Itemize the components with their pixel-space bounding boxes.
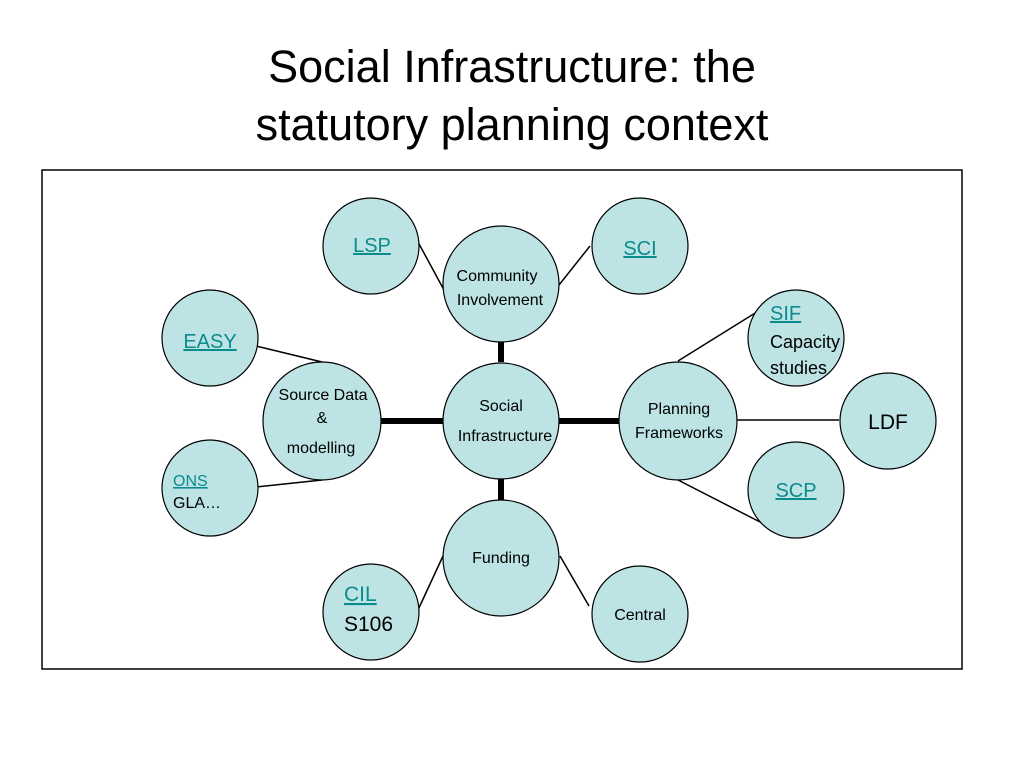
ons-link[interactable]: ONS xyxy=(173,473,208,490)
ldf-label: LDF xyxy=(868,411,908,434)
thin-connectors xyxy=(255,241,839,611)
planning-frameworks-line2: Frameworks xyxy=(635,425,723,442)
sci-link[interactable]: SCI xyxy=(623,238,656,260)
sif-line2: studies xyxy=(770,358,827,378)
node-planning-frameworks[interactable] xyxy=(618,361,738,481)
node-ldf[interactable] xyxy=(839,372,937,470)
title-line-1: Social Infrastructure: the xyxy=(268,41,756,92)
s106-text: S106 xyxy=(344,613,393,636)
node-sci[interactable] xyxy=(591,197,689,295)
community-involvement-line2: Involvement xyxy=(457,292,544,309)
node-circles xyxy=(161,197,937,663)
node-ons-gla[interactable] xyxy=(161,439,259,537)
funding-label: Funding xyxy=(472,550,530,567)
node-funding[interactable] xyxy=(442,499,560,617)
node-source-data[interactable] xyxy=(262,361,382,481)
connector-scp xyxy=(677,479,763,524)
social-infrastructure-line1: Social xyxy=(479,398,523,415)
node-scp[interactable] xyxy=(747,441,845,539)
node-sif[interactable] xyxy=(747,289,845,387)
connector-central xyxy=(559,555,590,607)
planning-frameworks-line1: Planning xyxy=(648,401,710,418)
connector-ons xyxy=(255,479,323,488)
connector-sif xyxy=(677,309,761,362)
sif-link[interactable]: SIF xyxy=(770,303,801,325)
source-data-line1: Source Data xyxy=(279,387,368,404)
diagram-frame xyxy=(41,169,963,670)
thick-connectors xyxy=(380,341,620,500)
node-cil-s106[interactable] xyxy=(322,563,420,661)
connector-easy xyxy=(255,345,323,363)
source-data-line3: modelling xyxy=(287,440,355,457)
easy-link[interactable]: EASY xyxy=(183,331,236,353)
connector-sci xyxy=(558,245,591,286)
title-line-2: statutory planning context xyxy=(255,99,769,150)
central-label: Central xyxy=(614,607,666,624)
sif-line1: Capacity xyxy=(770,332,840,352)
node-community-involvement[interactable] xyxy=(442,225,560,343)
node-easy[interactable] xyxy=(161,289,259,387)
gla-text: GLA… xyxy=(173,495,221,512)
scp-link[interactable]: SCP xyxy=(775,480,816,502)
node-lsp[interactable] xyxy=(322,197,420,295)
community-involvement-line1: Community xyxy=(457,268,538,285)
page-title: Social Infrastructure: the statutory pla… xyxy=(0,38,1024,154)
lsp-link[interactable]: LSP xyxy=(353,235,391,257)
source-data-line2: & xyxy=(317,410,328,427)
connector-lsp xyxy=(417,241,445,291)
node-social-infrastructure[interactable] xyxy=(442,362,560,480)
social-infrastructure-line2: Infrastructure xyxy=(458,428,552,445)
cil-link[interactable]: CIL xyxy=(344,583,377,606)
connector-cil xyxy=(417,555,444,611)
node-central[interactable] xyxy=(591,565,689,663)
